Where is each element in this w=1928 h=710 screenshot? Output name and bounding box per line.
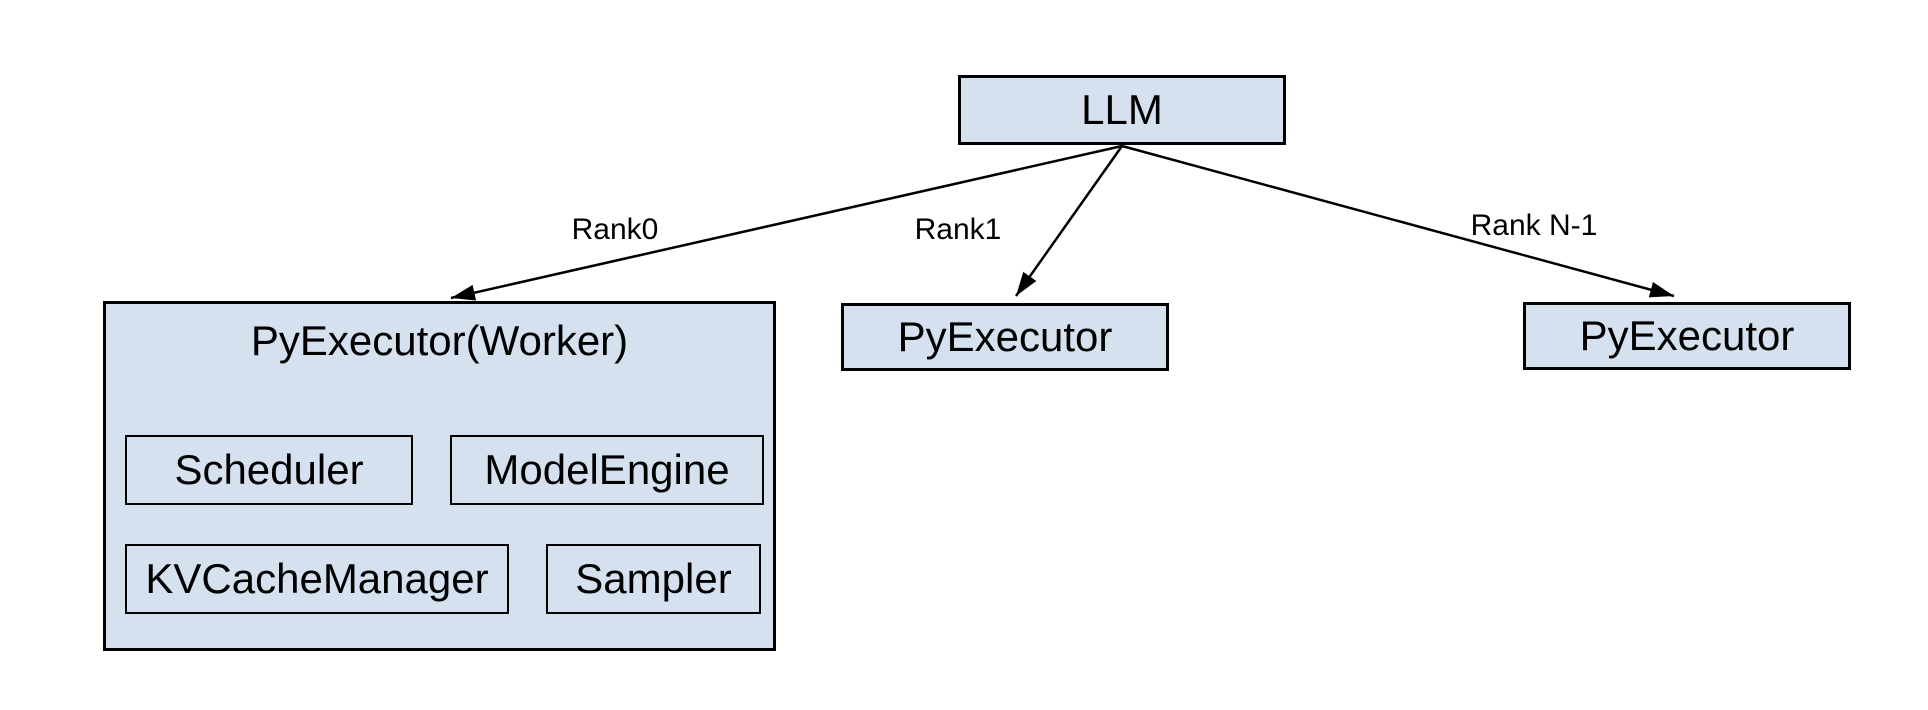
node-scheduler-label: Scheduler	[174, 446, 364, 493]
node-pyexecutor-rank-n-1-label: PyExecutor	[1579, 312, 1795, 359]
node-pyexecutor-rank1: PyExecutor	[841, 303, 1169, 371]
node-sampler: Sampler	[546, 544, 761, 614]
node-modelengine-label: ModelEngine	[484, 446, 730, 493]
node-pyexecutor-rank1-label: PyExecutor	[897, 313, 1113, 360]
edge-label-rank0: Rank0	[571, 213, 659, 246]
node-llm-label: LLM	[1081, 86, 1163, 133]
node-kvcachemanager-label: KVCacheManager	[145, 555, 489, 602]
edge-rank0-arrow	[450, 144, 1123, 301]
node-pyexecutor-worker-label: PyExecutor(Worker)	[250, 317, 629, 364]
node-llm: LLM	[958, 75, 1286, 145]
node-scheduler: Scheduler	[125, 435, 413, 505]
node-pyexecutor-worker: PyExecutor(Worker) Scheduler ModelEngine…	[103, 301, 776, 651]
node-modelengine: ModelEngine	[450, 435, 764, 505]
node-kvcachemanager: KVCacheManager	[125, 544, 509, 614]
node-sampler-label: Sampler	[575, 555, 732, 602]
edge-rank1-arrow	[1014, 145, 1124, 297]
node-pyexecutor-rank-n-1: PyExecutor	[1523, 302, 1851, 370]
edge-label-rank-n-1: Rank N-1	[1470, 209, 1598, 242]
edge-label-rank1: Rank1	[914, 213, 1002, 246]
